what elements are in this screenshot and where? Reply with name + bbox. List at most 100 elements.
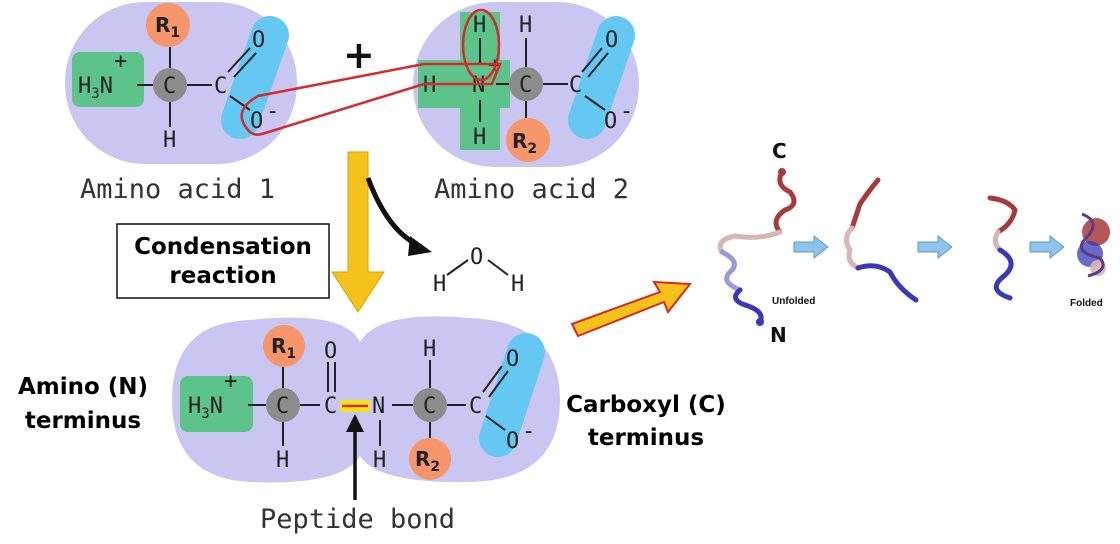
amino-terminus-line1: Amino (N) <box>18 374 148 400</box>
amino-acid-2-h-left: H <box>423 73 436 98</box>
amino-acid-2-h-bottom: H <box>473 125 486 150</box>
dipeptide-carboxyl-ominus-label: O <box>506 429 519 454</box>
protein-chain-unfolded <box>717 168 797 326</box>
amino-acid-1-carboxyl-o-label: O <box>252 28 265 53</box>
amino-acid-1-r-circle <box>146 3 190 47</box>
dipeptide-carbonyl-c-label: C <box>324 394 337 419</box>
amino-acid-2-carboxyl-charge: - <box>620 99 633 124</box>
reaction-arrow <box>331 151 385 313</box>
amino-acid-1-alpha-c-label: C <box>163 74 176 99</box>
dipeptide-amino-label: H3N <box>188 394 223 422</box>
amino-acid-2-caption: Amino acid 2 <box>434 174 629 205</box>
dipeptide-amino-group <box>180 376 253 432</box>
dipeptide-c1-label: C <box>276 394 289 419</box>
dp-bond-c-ominus <box>485 415 506 431</box>
dipeptide-r2-label: R2 <box>415 447 440 475</box>
dipeptide-c2-h-label: H <box>423 337 436 362</box>
bond2-co-b <box>587 52 609 78</box>
folded-label: Folded <box>1070 298 1103 309</box>
amino-acid-2-h-top: H <box>473 13 486 38</box>
condensation-label-box: Condensation reaction <box>116 223 330 299</box>
amino-acid-1-r-label: R1 <box>155 13 180 41</box>
protein-chain-folded <box>1077 212 1110 278</box>
protein-folding-panel: C N Unfolded <box>717 139 1110 347</box>
dipeptide-carboxyl-o-label: O <box>506 347 519 372</box>
dipeptide-alpha-carbon-1 <box>266 388 300 422</box>
amino-acid-2-r-circle <box>506 118 550 162</box>
amino-acid-1-carboxyl-charge: - <box>266 99 279 124</box>
chain2-pink-segment <box>844 225 861 271</box>
dipeptide: H3N + R1 C H O C N H H C R2 C O O - Pept… <box>172 316 560 535</box>
amino-acid-1: H3N + R1 C H C O O - Amino acid 1 <box>65 2 297 205</box>
folding-n-label: N <box>770 323 787 347</box>
dipeptide-n-label: N <box>372 394 385 419</box>
protein-chain-stage-3 <box>987 195 1018 301</box>
carboxyl-terminus-line1: Carboxyl (C) <box>566 392 726 418</box>
water-h-left: H <box>433 272 446 297</box>
chain1-blue-segment <box>733 287 764 325</box>
peptide-bond-caption: Peptide bond <box>260 504 455 535</box>
chain1-pink-segment <box>717 229 783 255</box>
amino-acid-2-alpha-c-label: C <box>519 73 532 98</box>
fold-arrow-2 <box>917 234 953 260</box>
amino-acid-2-carboxyl-band <box>568 16 635 139</box>
carboxyl-terminus-line2: terminus <box>588 425 704 451</box>
dipeptide-carboxyl-c-label: C <box>469 394 482 419</box>
chain2-red-segment <box>849 177 881 231</box>
amino-terminus-line2: terminus <box>25 408 141 434</box>
dipeptide-c2-label: C <box>423 394 436 419</box>
folded-core-red <box>1082 218 1110 246</box>
chain1-n-end <box>756 318 764 326</box>
chain3-pink-segment <box>992 229 1003 253</box>
dipeptide-carbonyl-o-label: O <box>324 339 337 364</box>
amino-acid-2-r-label: R2 <box>512 129 537 157</box>
dipeptide-n-h-label: H <box>373 448 386 473</box>
water-release-arrowhead <box>408 236 432 256</box>
chain3-red-segment <box>987 195 1018 235</box>
amino-acid-2-carboxyl-c-label: C <box>569 73 582 98</box>
dp-bond-cooh-b <box>488 370 509 398</box>
water-bond-left <box>446 259 469 276</box>
dp-bond-cooh-a <box>482 365 503 393</box>
water-molecule: O H H <box>433 245 524 297</box>
bond-c-ominus <box>229 95 251 111</box>
plus-sign: + <box>343 33 375 77</box>
fold-arrow-1 <box>793 234 829 260</box>
amino-acid-2: H H N + H H C R2 C O O - Amino acid 2 <box>413 2 639 205</box>
chain3-blue-segment <box>993 247 1014 301</box>
amino-acid-2-alpha-carbon <box>509 67 543 101</box>
amino-acid-2-alpha-h-top: H <box>519 13 532 38</box>
fold-arrow-3 <box>1029 234 1065 260</box>
h-removal-outline <box>461 8 501 82</box>
chain1-c-end <box>778 168 786 176</box>
water-removal-outline <box>240 62 502 136</box>
peptide-bond-pointer-head <box>346 414 364 432</box>
unfolded-label: Unfolded <box>772 296 815 307</box>
amino-acid-2-amino-group <box>418 12 510 150</box>
amino-acid-1-carboxyl-ominus-label: O <box>250 109 263 134</box>
chain1-lavender-segment <box>719 249 743 293</box>
chain2-blue-segment <box>855 263 919 303</box>
dipeptide-r1-label: R1 <box>271 334 296 362</box>
folding-arrow <box>570 280 692 338</box>
condensation-label-line2: reaction <box>169 263 276 289</box>
protein-chain-stage-2 <box>844 177 919 303</box>
water-h-right: H <box>511 272 524 297</box>
amino-acid-1-alpha-carbon <box>153 68 187 102</box>
dipeptide-r1-circle <box>263 325 305 367</box>
dipeptide-amino-charge: + <box>224 369 237 394</box>
folding-c-label: C <box>772 139 787 163</box>
bond-c-o-double-a <box>227 47 251 73</box>
amino-acid-1-amino-label: H3N <box>78 74 113 102</box>
amino-acid-2-carboxyl-o-label: O <box>605 28 618 53</box>
folded-strand <box>1079 212 1105 278</box>
dipeptide-h1-label: H <box>276 448 289 473</box>
amino-acid-1-alpha-h-label: H <box>163 128 176 153</box>
chain1-red-segment <box>773 169 797 235</box>
bond-c-o-double-b <box>233 52 257 78</box>
condensation-label-line1: Condensation <box>134 234 312 260</box>
dipeptide-carboxyl-band <box>479 333 545 457</box>
dipeptide-r2-circle <box>409 438 451 480</box>
water-bond-right <box>487 259 509 276</box>
